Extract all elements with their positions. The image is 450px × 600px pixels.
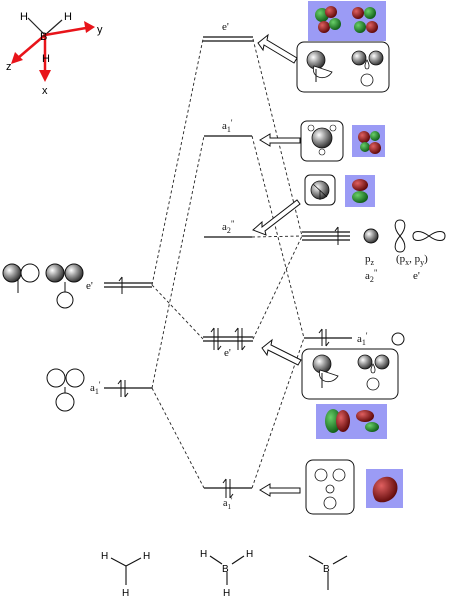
right-pz-label: pz [365, 253, 375, 267]
center-electrons [210, 327, 246, 499]
mo-image-a1-prime-bottom [366, 469, 403, 508]
structure-b-h1: H [200, 549, 207, 560]
structure-a-h2: H [143, 551, 150, 562]
structure-a-h1: H [101, 551, 108, 562]
axis-b-label: B [40, 31, 47, 43]
structure-bh3-b [209, 555, 245, 585]
right-pz-orbital [363, 228, 379, 244]
center-e-prime-top-label: e' [222, 21, 229, 33]
structure-bh3-a [110, 557, 142, 585]
mo-image-e-prime-top [308, 1, 386, 41]
mo-image-a2-dprime [345, 175, 375, 207]
left-a1-prime-label: a1' [90, 380, 101, 396]
right-levels [302, 231, 352, 339]
axis-z-label: z [6, 61, 12, 73]
axis-x-label: x [42, 85, 48, 97]
axis-y-label: y [97, 24, 103, 36]
right-e-prime-label: e' [413, 270, 420, 282]
axis-h-label-3: H [42, 53, 50, 65]
right-px-py-orbitals [394, 219, 446, 253]
axis-h-label-1: H [20, 11, 28, 23]
left-a1-prime-orbitals [46, 368, 85, 412]
orbital-box-a1-prime-top [300, 120, 344, 162]
orbital-box-e-prime-mid [301, 348, 399, 400]
right-pxpy-label: (px, py) [396, 253, 428, 267]
center-levels [203, 36, 253, 489]
center-e-prime-mid-label: e' [224, 347, 231, 359]
axis-system: H H B H y z x [6, 11, 103, 97]
mo-image-e-prime-mid [316, 404, 387, 439]
structure-c-center: B [323, 564, 330, 575]
center-a2-dprime-label: a2" [222, 219, 235, 235]
orbital-box-a1-prime-bottom [305, 459, 355, 515]
left-e-prime-label: e' [86, 280, 93, 292]
pointer-arrows [252, 33, 302, 497]
structure-a-h3: H [122, 588, 129, 599]
mo-image-a1-prime-top [352, 125, 385, 157]
orbital-box-e-prime-top [296, 41, 390, 93]
left-levels [104, 282, 152, 389]
left-e-prime-orbitals [2, 263, 84, 309]
right-s-orbital [391, 332, 405, 346]
center-a1-prime-top-label: a1' [222, 118, 233, 134]
structure-b-h3: H [223, 588, 230, 599]
structure-bh3-c [308, 555, 348, 590]
structure-b-h2: H [246, 549, 253, 560]
axis-h-label-2: H [64, 11, 72, 23]
correlation-lines [151, 38, 305, 489]
right-a1-prime-label: a1' [357, 331, 368, 347]
left-electrons [117, 276, 129, 398]
right-a2-label: a2" [365, 268, 378, 284]
structure-b-center: B [222, 564, 229, 575]
right-electrons [318, 226, 339, 347]
orbital-box-a2-dprime [304, 174, 336, 206]
center-a1-prime-bottom-label: a1' [223, 496, 233, 511]
